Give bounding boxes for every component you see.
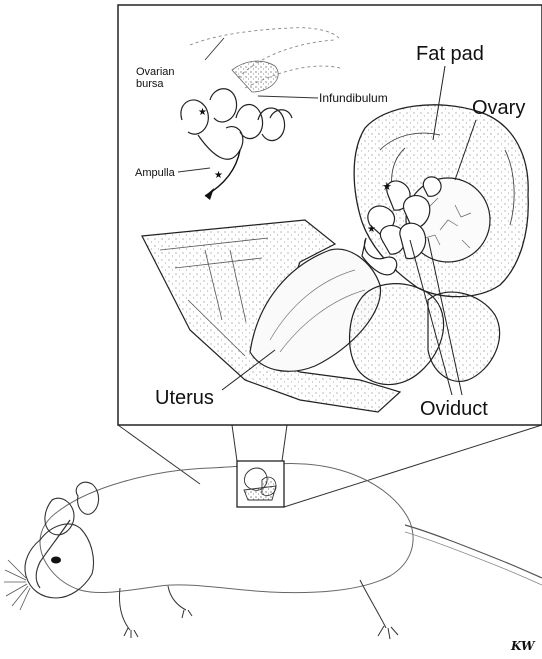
detail-sketch: ★ ★ [178,28,340,200]
detail-oviduct [181,89,292,160]
label-uterus: Uterus [155,388,214,408]
svg-text:★: ★ [214,170,223,181]
label-fat-pad: Fat pad [416,44,484,64]
label-ovary: Ovary [472,98,525,118]
svg-text:★: ★ [198,107,207,118]
mouse-hindleg [360,580,398,639]
mouse-eye [51,557,61,564]
lower-fat-lobe [428,292,500,381]
svg-text:★: ★ [382,180,392,193]
svg-text:★: ★ [367,224,376,235]
mouse-tail [405,525,542,578]
label-ovarian-bursa: Ovarian bursa [136,66,194,90]
label-infundibulum: Infundibulum [319,92,388,104]
artist-signature: KW [511,640,534,652]
mouse-ear [45,498,74,535]
mouse-whiskers [4,560,30,610]
mouse-body [40,464,413,593]
mouse-foreleg [119,588,138,638]
mouse-foreleg [168,586,192,618]
zoom-connector-lines [118,425,542,507]
surgical-field-drawing: ★ ★ [142,105,528,412]
label-oviduct: Oviduct [420,399,488,419]
label-ampulla: Ampulla [135,168,175,179]
